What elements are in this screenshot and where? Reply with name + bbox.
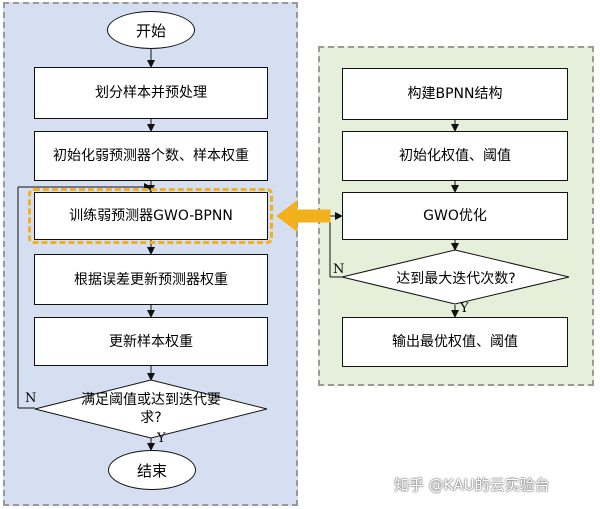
decision-right-label: 达到最大迭代次数?: [396, 271, 516, 287]
step-split-samples: 划分样本并预处理: [34, 67, 268, 119]
step-output-optimal-label: 输出最优权值、阈值: [392, 334, 518, 350]
step-train-gwo-bpnn-label: 训练弱预测器GWO-BPNN: [69, 208, 233, 224]
step-train-gwo-bpnn: 训练弱预测器GWO-BPNN: [34, 192, 268, 240]
start-node: 开始: [107, 11, 195, 49]
end-node: 结束: [108, 450, 196, 490]
left-yes-label: Y: [157, 431, 166, 446]
step-update-sample-weights: 更新样本权重: [34, 317, 268, 366]
watermark-text: 知乎 @KAU的云实验台: [394, 476, 550, 494]
step-build-bpnn: 构建BPNN结构: [342, 68, 568, 120]
step-update-predictor-weights-label: 根据误差更新预测器权重: [74, 271, 228, 288]
step-split-samples-label: 划分样本并预处理: [95, 85, 207, 101]
start-label: 开始: [135, 21, 166, 40]
decision-right-text: 达到最大迭代次数?: [392, 259, 520, 299]
step-init-weights-thresholds-label: 初始化权值、阈值: [399, 148, 511, 164]
step-update-predictor-weights: 根据误差更新预测器权重: [34, 254, 268, 305]
step-init-weak-predictors-label: 初始化弱预测器个数、样本权重: [53, 148, 249, 164]
step-init-weights-thresholds: 初始化权值、阈值: [342, 131, 568, 181]
right-no-label: N: [333, 262, 345, 277]
end-label: 结束: [136, 461, 167, 480]
step-gwo-optimize: GWO优化: [342, 192, 568, 240]
step-init-weak-predictors: 初始化弱预测器个数、样本权重: [34, 131, 268, 181]
step-update-sample-weights-label: 更新样本权重: [109, 333, 193, 350]
step-gwo-optimize-label: GWO优化: [423, 208, 487, 224]
step-build-bpnn-label: 构建BPNN结构: [407, 86, 503, 102]
decision-left-label: 满足阈值或达到迭代要求?: [81, 392, 221, 426]
right-yes-label: Y: [460, 301, 469, 316]
decision-left-text: 满足阈值或达到迭代要求?: [80, 388, 222, 430]
left-no-label: N: [25, 391, 37, 406]
highlight-frame: [28, 188, 273, 244]
step-output-optimal: 输出最优权值、阈值: [342, 317, 568, 367]
